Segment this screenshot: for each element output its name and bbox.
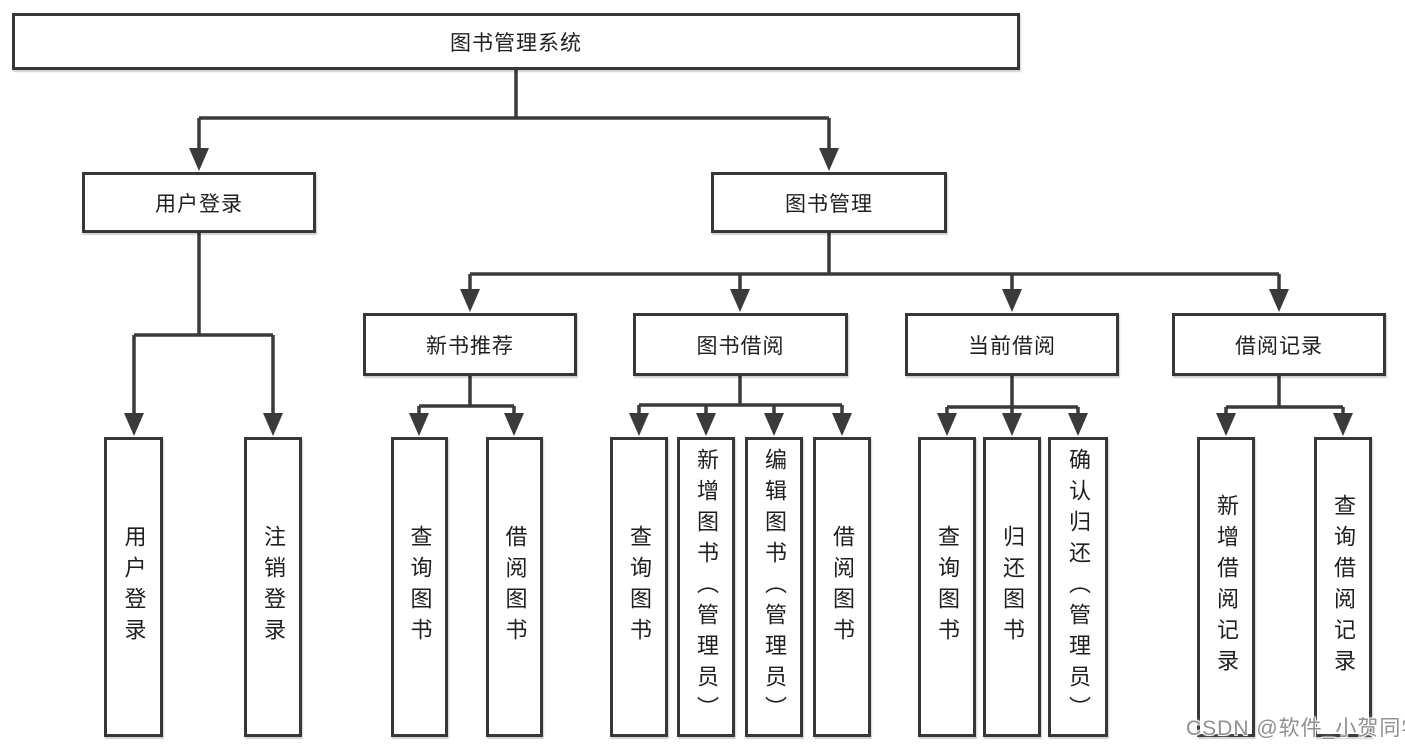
node-book-management-label: 图书管理 [785,192,873,216]
leaf-edit-books-admin-label: 编辑图书（管理员） [762,447,787,727]
leaf-borrow-books-borrowing: 借阅图书 [813,437,871,737]
leaf-add-books-admin-label: 新增图书（管理员） [694,447,719,727]
leaf-logout-label: 注销登录 [261,525,286,649]
node-book-management: 图书管理 [711,172,947,233]
node-new-book-recommend-label: 新书推荐 [426,334,514,358]
node-borrowing-records-label: 借阅记录 [1235,334,1323,358]
edge-borrowing-records-to-leaves [1216,376,1353,436]
edge-book-borrowing-to-leaves [629,376,852,436]
edge-current-borrowing-to-leaves [937,376,1088,436]
node-library-system-label: 图书管理系统 [450,31,582,55]
leaf-query-borrow-record: 查询借阅记录 [1314,437,1372,737]
edge-book-management-to-level3 [460,233,1289,312]
leaf-return-books: 归还图书 [983,437,1041,737]
leaf-add-borrow-record-label: 新增借阅记录 [1214,494,1239,680]
leaf-confirm-return-admin-label: 确认归还（管理员） [1066,447,1091,727]
node-new-book-recommend: 新书推荐 [363,313,577,376]
edge-new-book-recommend-to-leaves [409,376,524,436]
node-current-borrowing: 当前借阅 [905,313,1119,376]
leaf-query-books-borrowing-label: 查询图书 [627,525,652,649]
leaf-query-books-recommend-label: 查询图书 [407,525,433,649]
leaf-user-login-label: 用户登录 [121,525,147,649]
edge-user-login-to-leaves [124,233,283,436]
edge-root-to-level2 [189,70,839,171]
leaf-borrow-books-recommend: 借阅图书 [486,437,543,737]
node-user-login-label: 用户登录 [155,192,243,216]
node-user-login: 用户登录 [82,172,316,233]
leaf-query-borrow-record-label: 查询借阅记录 [1331,494,1356,680]
leaf-borrow-books-recommend-label: 借阅图书 [502,525,528,649]
leaf-query-books-borrowing: 查询图书 [610,437,668,737]
leaf-edit-books-admin: 编辑图书（管理员） [745,437,803,737]
node-borrowing-records: 借阅记录 [1172,313,1386,376]
leaf-confirm-return-admin: 确认归还（管理员） [1048,437,1108,737]
leaf-query-books-current-label: 查询图书 [935,525,960,649]
node-book-borrowing-label: 图书借阅 [696,334,785,358]
leaf-add-borrow-record: 新增借阅记录 [1197,437,1255,737]
leaf-logout: 注销登录 [244,437,302,737]
leaf-user-login: 用户登录 [104,437,163,737]
node-library-system: 图书管理系统 [12,13,1020,70]
leaf-borrow-books-borrowing-label: 借阅图书 [830,525,855,649]
leaf-query-books-current: 查询图书 [918,437,976,737]
leaf-add-books-admin: 新增图书（管理员） [677,437,735,737]
node-book-borrowing: 图书借阅 [633,313,848,376]
csdn-watermark: CSDN @软件_小贺同学 [1186,717,1405,740]
leaf-query-books-recommend: 查询图书 [391,437,448,737]
node-current-borrowing-label: 当前借阅 [968,334,1056,358]
leaf-return-books-label: 归还图书 [1000,525,1025,649]
